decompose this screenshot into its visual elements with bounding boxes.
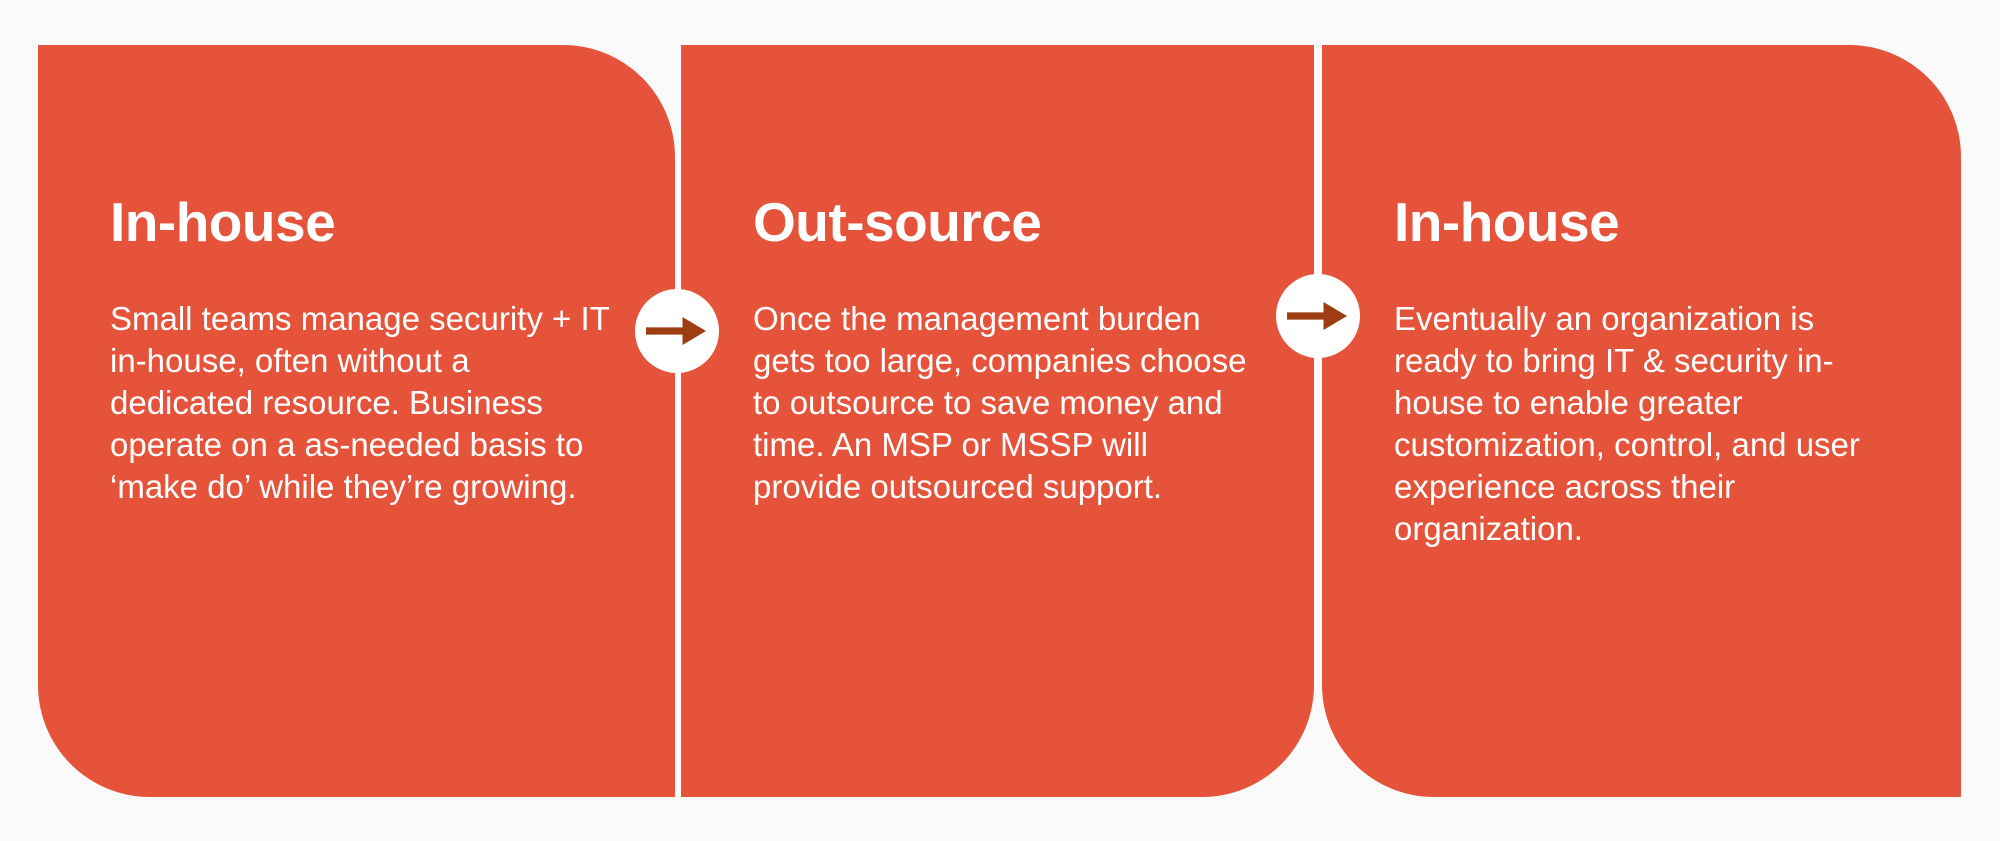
arrow-right-icon <box>646 314 708 348</box>
stage-card-in-house-return: In-house Eventually an organization is r… <box>1322 45 1961 797</box>
card-body-text: Eventually an organization is ready to b… <box>1394 300 1860 547</box>
arrow-right-icon <box>1287 299 1349 333</box>
stage-card-out-source: Out-source Once the management burden ge… <box>681 45 1314 797</box>
card-title: In-house <box>1394 191 1620 253</box>
stage-card-in-house-start: In-house Small teams manage security + I… <box>38 45 675 797</box>
connector-badge-2 <box>1276 274 1360 358</box>
card-body-text: Once the management burden gets too larg… <box>753 300 1247 505</box>
connector-badge-1 <box>635 289 719 373</box>
card-body-text: Small teams manage security + IT in-hous… <box>110 300 610 505</box>
card-title: Out-source <box>753 191 1042 253</box>
card-title: In-house <box>110 191 336 253</box>
